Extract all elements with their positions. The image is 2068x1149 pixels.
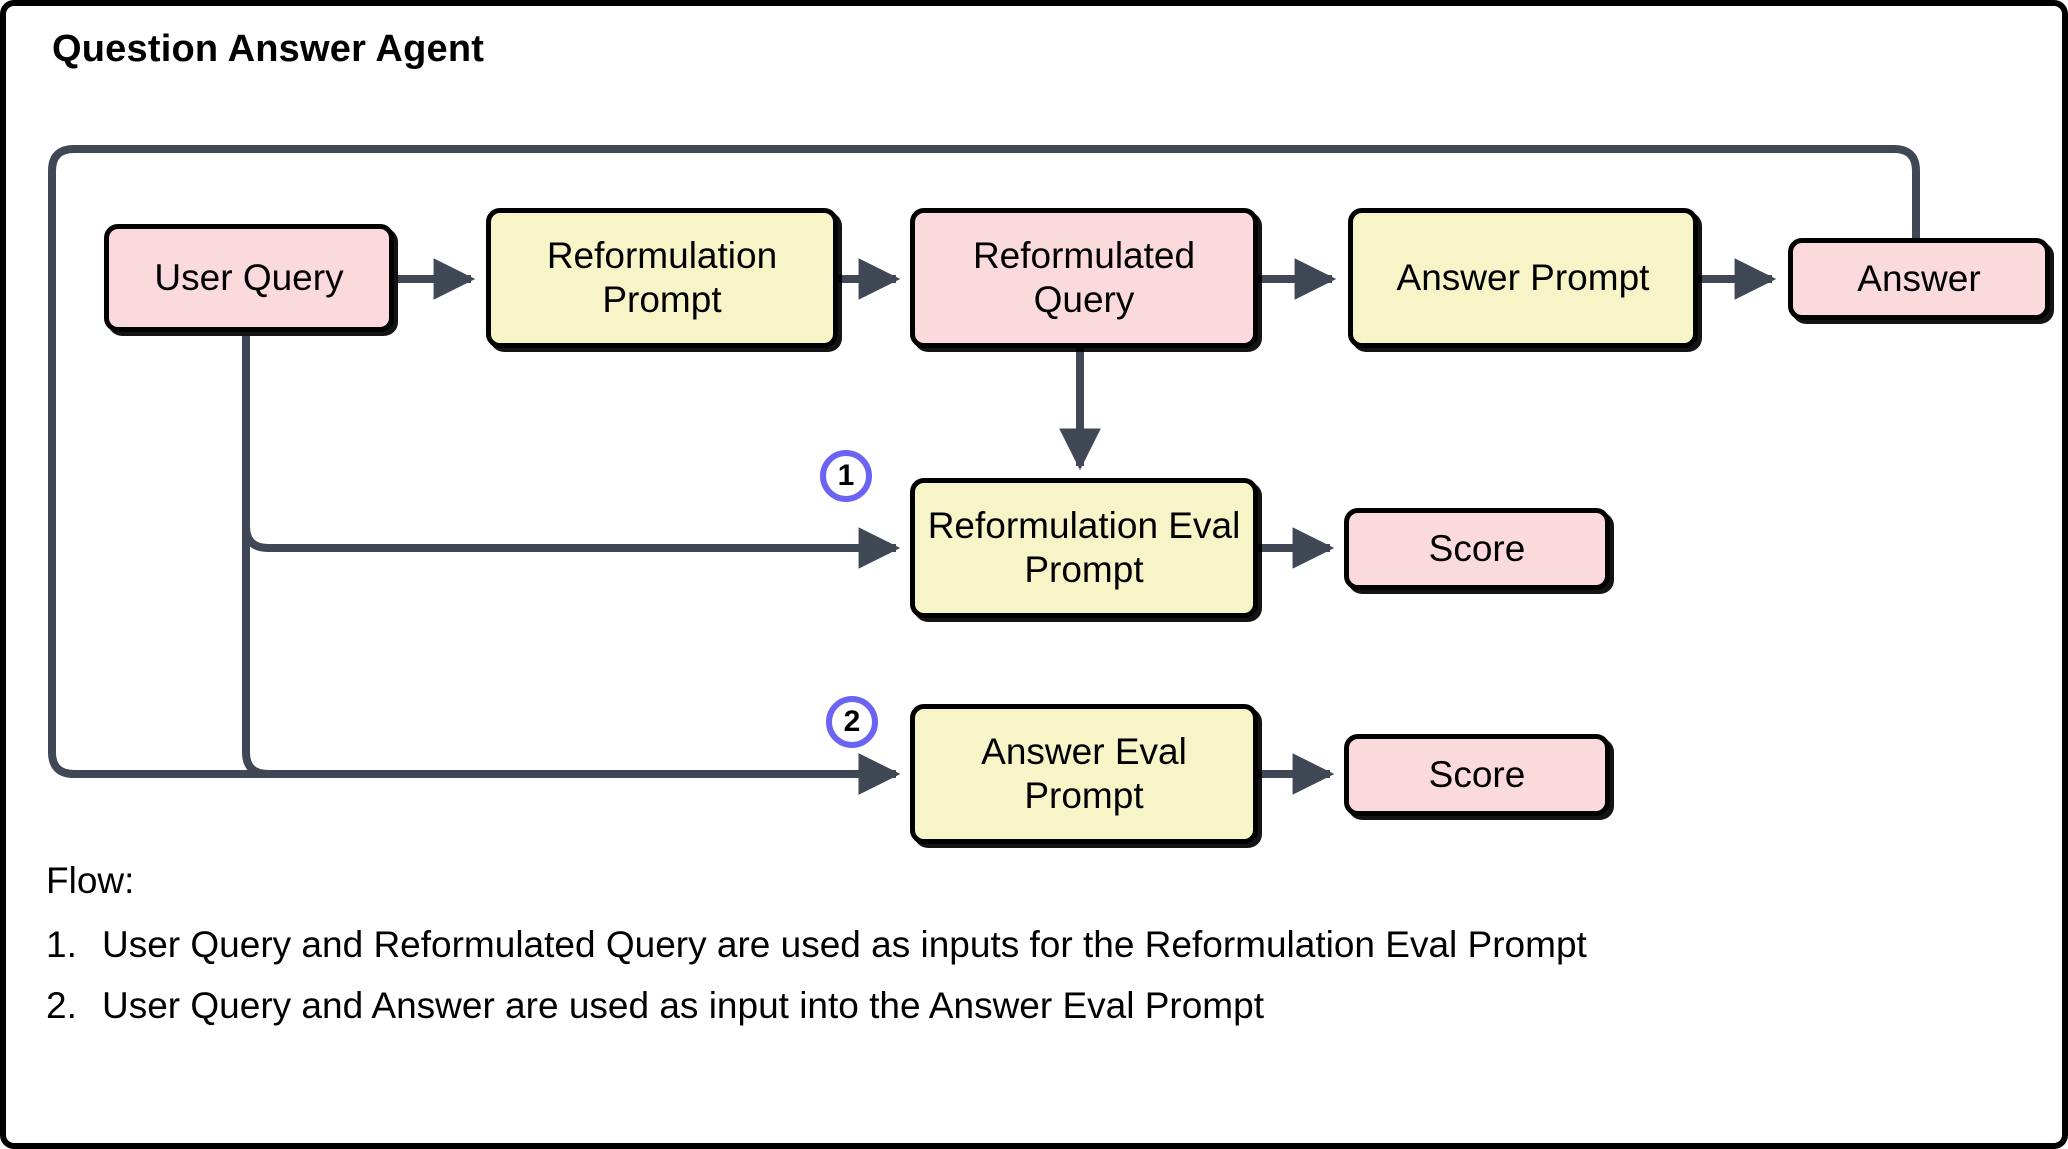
node-reformulation-prompt-label: Reformulation Prompt (546, 235, 778, 320)
node-reformulation-eval-prompt-label: Reformulation Eval Prompt (927, 505, 1241, 590)
node-reformulation-score-label: Score (1428, 528, 1526, 570)
flow-note-2-number: 2. (46, 985, 77, 1027)
connector-layer (48, 145, 1920, 795)
edge-user-query-to-reformulation-eval (242, 525, 901, 569)
flow-notes: Flow: 1. User Query and Reformulated Que… (46, 854, 2006, 1041)
flow-note-item-1: 1. User Query and Reformulated Query are… (46, 918, 2006, 972)
edge-answer-to-answer-eval (48, 145, 1920, 795)
node-reformulation-score[interactable]: Score (1344, 508, 1610, 590)
node-answer-score-label: Score (1428, 754, 1526, 796)
node-answer-prompt-label: Answer Prompt (1396, 257, 1650, 299)
node-answer-label: Answer (1857, 258, 1981, 300)
node-reformulation-prompt[interactable]: Reformulation Prompt (486, 208, 838, 348)
node-answer-eval-prompt-label: Answer Eval Prompt (981, 731, 1187, 816)
node-reformulation-eval-prompt[interactable]: Reformulation Eval Prompt (910, 478, 1258, 618)
flow-note-1-text: User Query and Reformulated Query are us… (102, 923, 1587, 965)
node-answer-score[interactable]: Score (1344, 734, 1610, 816)
node-answer-eval-prompt[interactable]: Answer Eval Prompt (910, 704, 1258, 844)
step-badge-1: 1 (820, 450, 872, 502)
flow-notes-heading: Flow: (46, 860, 135, 901)
flow-note-1-number: 1. (46, 923, 77, 965)
flow-note-2-text: User Query and Answer are used as input … (102, 985, 1264, 1027)
node-user-query-label: User Query (154, 257, 344, 299)
node-reformulated-query-label: Reformulated Query (972, 235, 1196, 320)
node-reformulated-query[interactable]: Reformulated Query (910, 208, 1258, 348)
node-answer[interactable]: Answer (1788, 238, 2050, 320)
step-badge-1-label: 1 (837, 459, 855, 492)
flow-notes-list: 1. User Query and Reformulated Query are… (46, 918, 2006, 1033)
step-badge-2: 2 (826, 696, 878, 748)
edge-user-query-trunk (242, 336, 901, 795)
page-title: Question Answer Agent (52, 28, 485, 70)
node-user-query[interactable]: User Query (104, 224, 394, 332)
step-badge-2-label: 2 (843, 705, 861, 738)
node-answer-prompt[interactable]: Answer Prompt (1348, 208, 1698, 348)
flow-note-item-2: 2. User Query and Answer are used as inp… (46, 979, 2006, 1033)
